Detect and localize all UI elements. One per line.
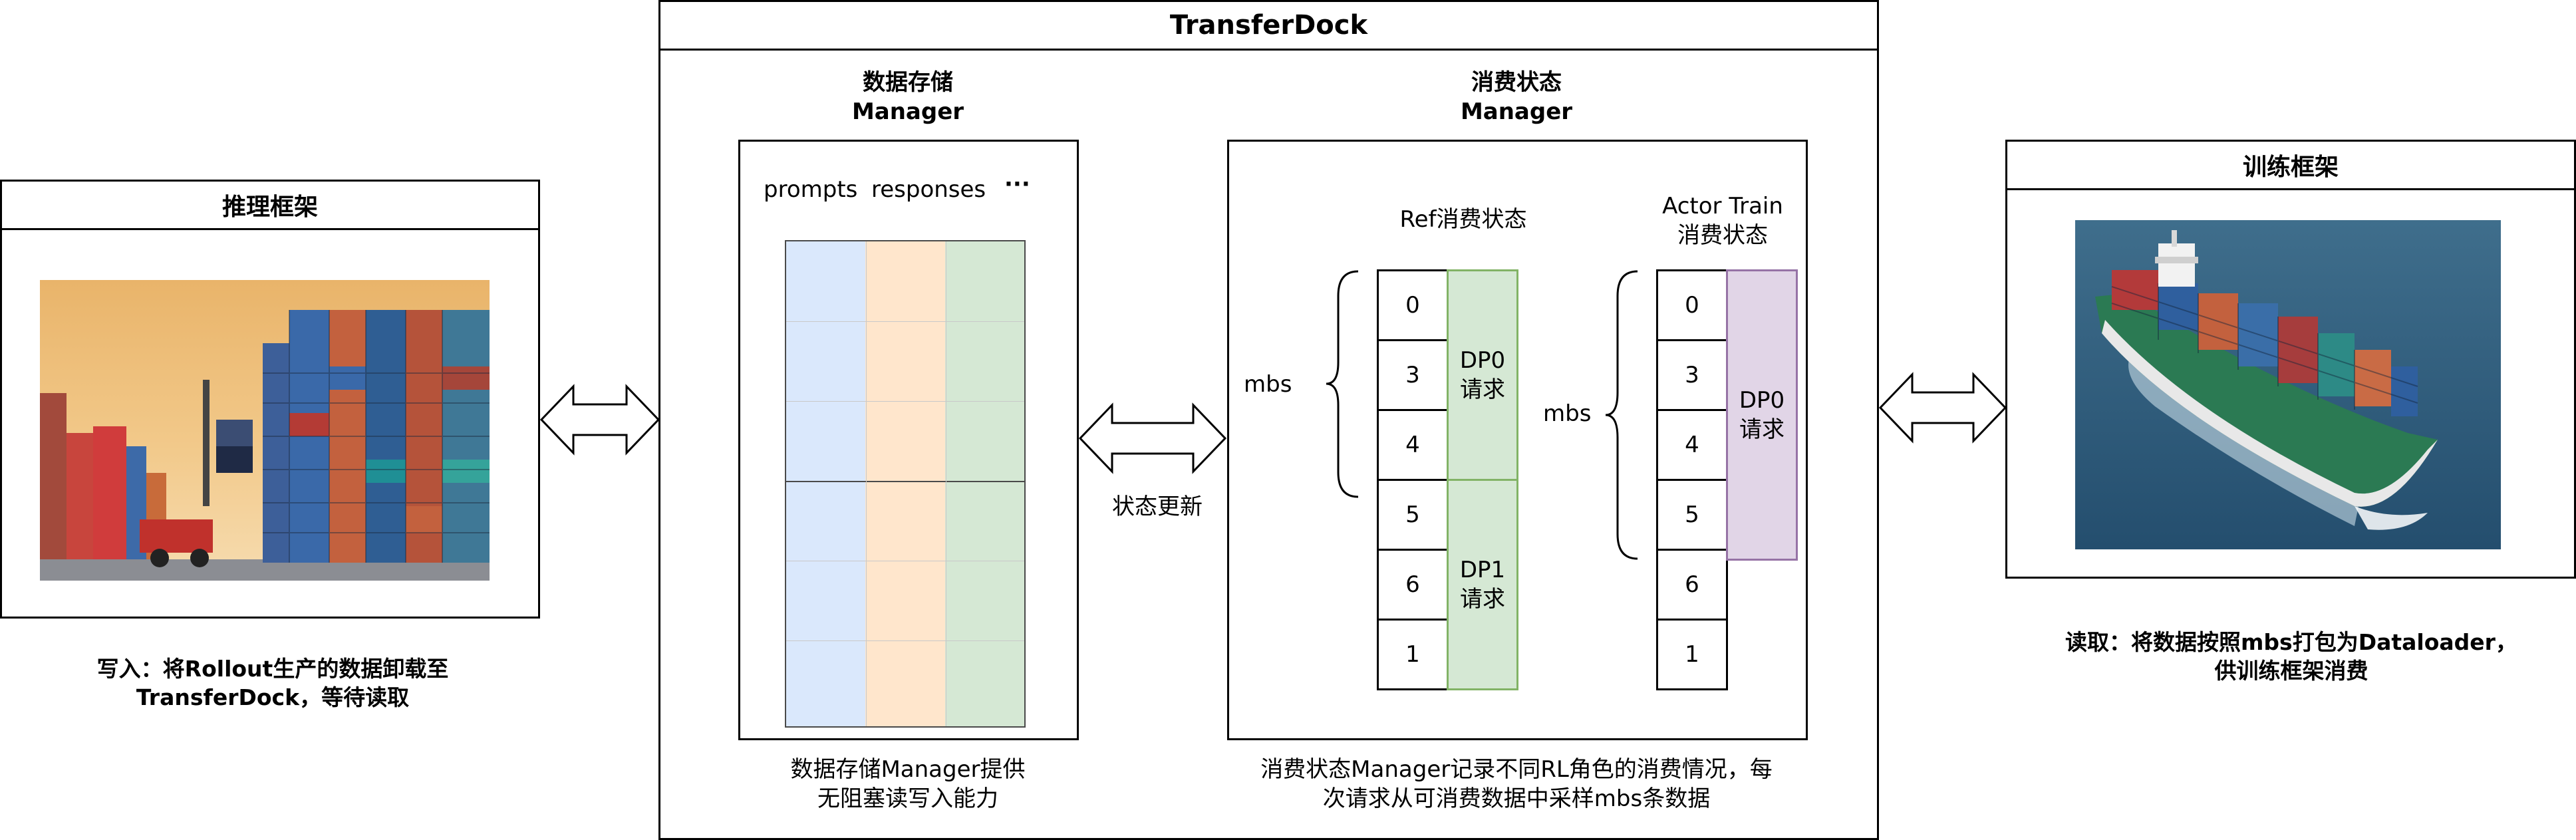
column-label-responses: responses: [871, 176, 986, 203]
storage-table: [785, 240, 1026, 728]
training-framework-panel: 训练框架: [2005, 140, 2576, 579]
column-label-prompts: prompts: [764, 176, 858, 203]
actor-dp0-request: DP0 请求: [1726, 269, 1798, 561]
container-ship-image: [2075, 220, 2501, 549]
inference-framework-panel: 推理框架: [0, 180, 540, 619]
ref-cell: 1: [1377, 619, 1449, 690]
training-caption: 读取：将数据按照mbs打包为Dataloader， 供训练框架消费: [2065, 629, 2517, 684]
more-column: [944, 241, 1024, 726]
actor-cell: 0: [1656, 269, 1728, 341]
ref-dp1-request: DP1 请求: [1447, 479, 1518, 690]
actor-cell: 5: [1656, 479, 1728, 551]
storage-manager-panel: prompts responses ···: [738, 140, 1079, 740]
ref-cell: 0: [1377, 269, 1449, 341]
double-arrow-left-icon: [539, 384, 660, 456]
ref-consume-label: Ref消费状态: [1399, 206, 1527, 233]
state-update-label: 状态更新: [1112, 493, 1203, 520]
ref-dp0-request: DP0 请求: [1447, 269, 1518, 481]
ref-mbs-brace-icon: [1326, 270, 1359, 498]
actor-cell: 1: [1656, 619, 1728, 690]
consume-manager-title: 消费状态 Manager: [1460, 69, 1573, 126]
container-port-image: [40, 280, 490, 581]
prompts-column: [786, 241, 866, 726]
actor-cell: 3: [1656, 339, 1728, 411]
table-divider: [786, 481, 1024, 482]
ref-cell: 5: [1377, 479, 1449, 551]
consume-caption: 消费状态Manager记录不同RL角色的消费情况，每 次请求从可消费数据中采样m…: [1260, 756, 1773, 813]
actor-consume-label: Actor Train 消费状态: [1662, 193, 1783, 249]
actor-mbs-label: mbs: [1543, 400, 1592, 427]
storage-caption: 数据存储Manager提供 无阻塞读写入能力: [790, 756, 1026, 813]
training-framework-title: 训练框架: [2007, 142, 2574, 190]
storage-manager-title: 数据存储 Manager: [851, 69, 964, 126]
actor-cell: 6: [1656, 549, 1728, 621]
ref-cell: 4: [1377, 409, 1449, 481]
inference-framework-title: 推理框架: [2, 182, 538, 230]
ref-cell: 3: [1377, 339, 1449, 411]
actor-mbs-brace-icon: [1605, 270, 1638, 560]
ref-mbs-label: mbs: [1244, 371, 1292, 398]
ref-cell: 6: [1377, 549, 1449, 621]
inference-caption: 写入：将Rollout生产的数据卸载至 TransferDock，等待读取: [96, 656, 449, 710]
transferdock-title: TransferDock: [660, 2, 1877, 51]
actor-cell: 4: [1656, 409, 1728, 481]
responses-column: [865, 241, 945, 726]
column-label-more: ···: [1004, 171, 1030, 198]
double-arrow-middle-icon: [1078, 402, 1227, 474]
double-arrow-right-icon: [1878, 372, 2007, 444]
